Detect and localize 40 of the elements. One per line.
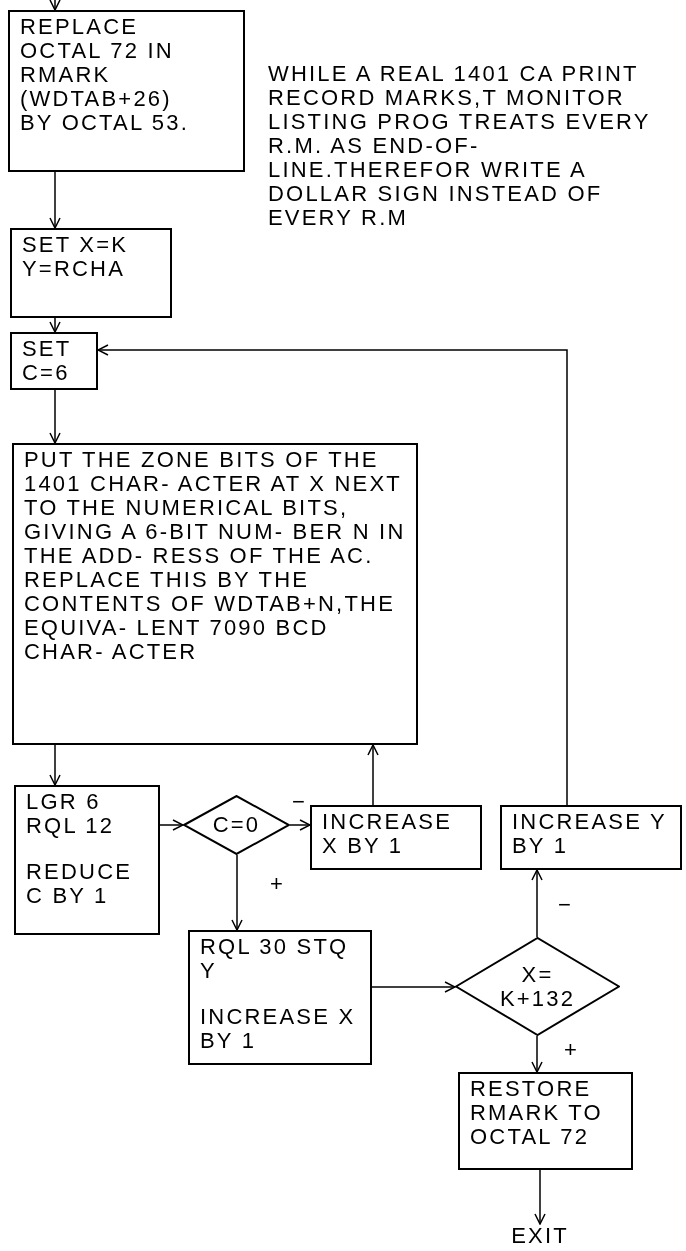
box-text: INCREASE X BY 1 <box>200 1005 357 1053</box>
process-box <box>14 785 160 935</box>
arrow <box>371 981 456 993</box>
arrow <box>49 317 61 333</box>
arrow <box>49 744 61 786</box>
box-text: LGR 6 RQL 12 <box>26 790 116 838</box>
box-text: INCREASE Y BY 1 <box>512 810 668 858</box>
box-text: REDUCE C BY 1 <box>26 860 134 908</box>
box-text: RESTORE RMARK TO OCTAL 72 <box>470 1077 604 1149</box>
terminal-text: EXIT <box>495 1224 585 1251</box>
note-text: WHILE A REAL 1401 CA PRINT RECORD MARKS,T MONITOR LISTING PROG TREATS EVERY R.M. AS END-OF-LINE.THEREFOR WRITE A DOLLAR SIGN INSTEAD OF EVERY R.M <box>268 62 652 230</box>
box-text: SET C=6 <box>22 337 72 385</box>
box-text: PUT THE ZONE BITS OF THE 1401 CHAR- ACTER AT X NEXT TO THE NUMERICAL BITS, GIVING A 6-BIT NUM- BER N IN THE ADD- RESS OF THE AC. REPLACE THIS BY THE CONTENTS OF WDTAB+N,THE EQUIVA- LENT 7090 BCD CHAR- ACTER <box>24 448 406 664</box>
decision-diamond <box>183 795 290 855</box>
arrow <box>49 171 61 229</box>
condition-text: C=0 <box>211 813 262 837</box>
arrow <box>367 744 379 806</box>
box-text: RQL 30 STQ Y <box>200 935 350 983</box>
arrow <box>159 819 184 831</box>
box-text: SET X=K Y=RCHA <box>22 233 130 281</box>
process-box <box>12 443 418 745</box>
arrow <box>231 854 243 931</box>
arrow <box>531 869 543 938</box>
process-box <box>188 930 372 1065</box>
arrow <box>289 819 311 831</box>
process-box <box>8 10 245 172</box>
arrow <box>531 1035 543 1073</box>
condition-text: X= K+132 <box>498 962 577 1011</box>
arrow <box>97 344 568 806</box>
process-box <box>458 1072 633 1170</box>
box-text: INCREASE X BY 1 <box>322 810 454 858</box>
process-box <box>10 332 98 390</box>
box-text: REPLACE OCTAL 72 IN RMARK (WDTAB+26) BY OCTAL 53. <box>20 15 191 135</box>
arrow <box>49 0 61 11</box>
decision-diamond <box>455 937 620 1036</box>
process-box <box>500 805 682 870</box>
process-box <box>310 805 482 870</box>
arrow <box>49 389 61 444</box>
arrow <box>534 1169 546 1225</box>
process-box <box>10 228 172 318</box>
